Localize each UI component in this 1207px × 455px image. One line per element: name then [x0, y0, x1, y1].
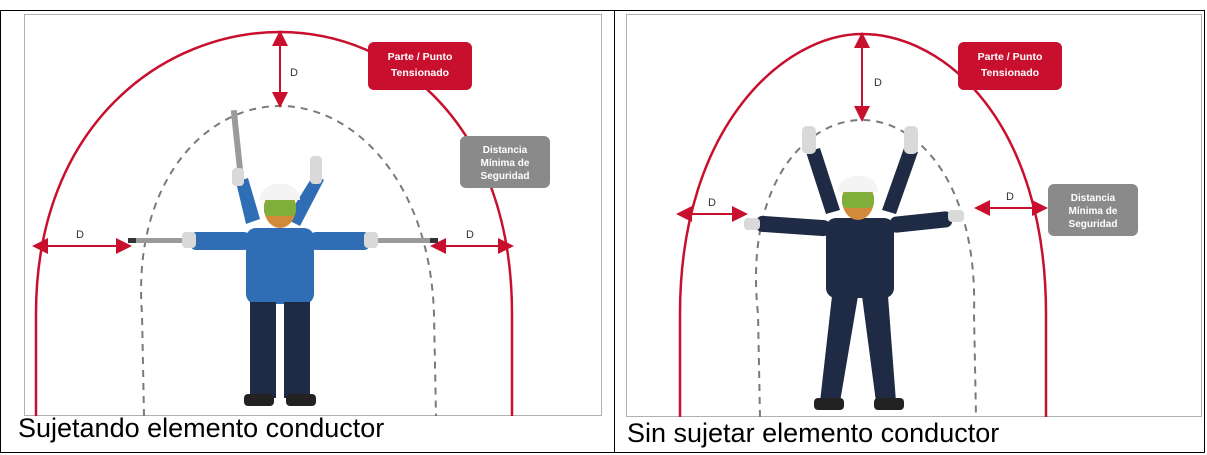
energized-badge-line2: Tensionado: [391, 67, 449, 79]
panel-border: [24, 14, 602, 416]
distance-label-top: D: [874, 77, 882, 89]
min-distance-line1: Distancia: [483, 145, 528, 156]
diagram-left-svg: D D D Parte / Punto Tensionado Distancia…: [24, 14, 602, 416]
min-distance-line2: Mínima de: [1069, 206, 1118, 217]
min-distance-line3: Seguridad: [481, 171, 530, 182]
diagram-not-holding-conductor: D D D Parte / Punto Tensionado Distancia…: [626, 14, 1202, 417]
caption-holding-conductor: Sujetando elemento conductor: [18, 413, 385, 443]
cell-divider: [614, 10, 615, 453]
min-distance-line1: Distancia: [1071, 193, 1116, 204]
caption-not-holding-conductor: Sin sujetar elemento conductor: [627, 418, 1000, 448]
energized-badge-line2: Tensionado: [981, 67, 1039, 79]
diagram-right-svg: D D D Parte / Punto Tensionado Distancia…: [626, 14, 1202, 417]
distance-label-right: D: [1006, 191, 1014, 203]
worker-figure-blue: [128, 109, 438, 406]
distance-label-left: D: [76, 229, 84, 241]
table-frame: [0, 10, 1205, 453]
energized-badge-line1: Parte / Punto: [388, 51, 453, 63]
worker-figure-navy: [744, 126, 964, 410]
energized-point-badge: [368, 42, 472, 90]
min-distance-badge: [1048, 184, 1138, 236]
min-distance-badge: [460, 136, 550, 188]
raised-pole: [230, 109, 244, 173]
distance-label-left: D: [708, 197, 716, 209]
distance-label-right: D: [466, 229, 474, 241]
diagram-holding-conductor: D D D Parte / Punto Tensionado Distancia…: [24, 14, 602, 416]
distance-label-top: D: [290, 67, 298, 79]
energized-badge-line1: Parte / Punto: [978, 51, 1043, 63]
min-distance-line3: Seguridad: [1069, 219, 1118, 230]
min-distance-line2: Mínima de: [481, 158, 530, 169]
energized-point-badge: [958, 42, 1062, 90]
